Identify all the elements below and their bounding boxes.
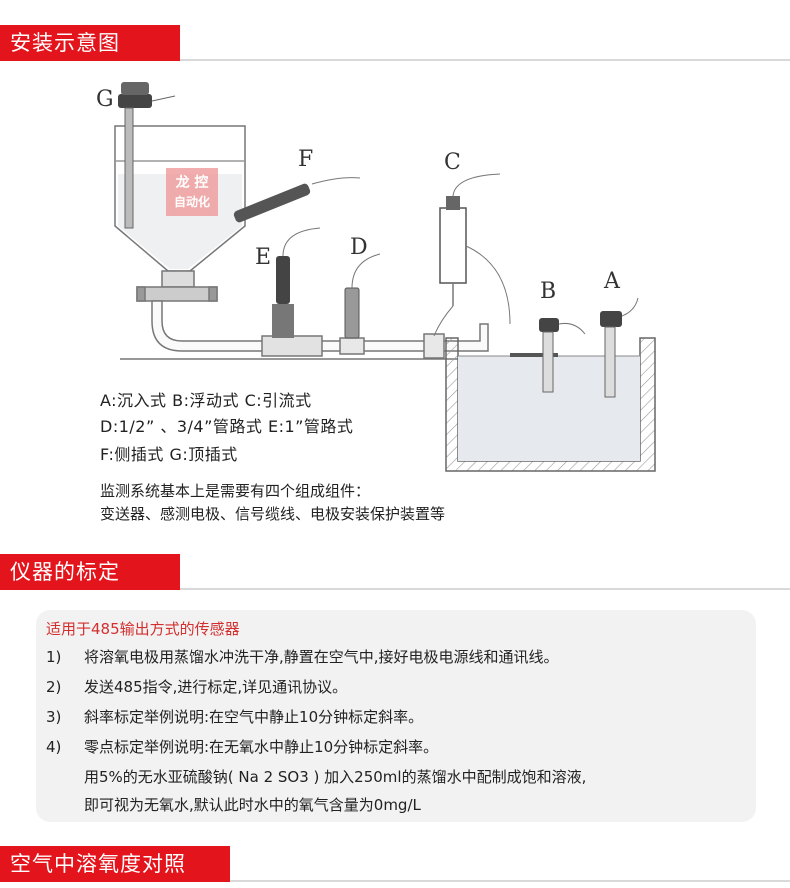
- section-divider: [0, 59, 790, 61]
- step-number: 4): [46, 738, 62, 756]
- probe-flow-through: [433, 173, 511, 337]
- probe-submersion: [600, 297, 639, 398]
- calibration-step: 3) 斜率标定举例说明:在空气中静止10分钟标定斜率。: [46, 706, 423, 727]
- section-title: 仪器的标定: [0, 554, 180, 590]
- probe-top-insertion: [118, 82, 176, 229]
- section-title: 安装示意图: [0, 25, 180, 61]
- section-divider: [0, 588, 790, 590]
- section-divider: [0, 880, 790, 882]
- label-b: B: [540, 279, 556, 304]
- system-note-line-1: 监测系统基本上是需要有四个组成组件：: [100, 482, 371, 500]
- probe-floating: [539, 318, 586, 393]
- section-header-install: 安装示意图: [0, 25, 790, 61]
- step-number: 3): [46, 708, 62, 726]
- calibration-continuation: 即可视为无氧水,默认此时水中的氧气含量为0mg/L: [84, 796, 421, 814]
- calibration-continuation: 用5%的无水亚硫酸钠( Na 2 SO3 ) 加入250ml的蒸馏水中配制成饱和…: [84, 768, 587, 786]
- label-c: C: [444, 150, 461, 175]
- probe-pipe-half-inch: [344, 253, 381, 339]
- section-header-air-comparison: 空气中溶氧度对照: [0, 846, 790, 882]
- calibration-step: 2) 发送485指令,进行标定,详见通讯协议。: [46, 676, 347, 697]
- legend-line-3: F:侧插式 G:顶插式: [100, 445, 238, 464]
- step-text: 斜率标定举例说明:在空气中静止10分钟标定斜率。: [84, 708, 424, 726]
- label-d: D: [350, 235, 368, 260]
- svg-text:自动化: 自动化: [174, 194, 210, 209]
- step-number: 1): [46, 648, 62, 666]
- step-text: 零点标定举例说明:在无氧水中静止10分钟标定斜率。: [84, 738, 439, 756]
- label-f: F: [298, 147, 313, 172]
- calibration-card: 适用于485输出方式的传感器 1) 将溶氧电极用蒸馏水冲洗干净,静置在空气中,接好…: [36, 610, 756, 822]
- section-title: 空气中溶氧度对照: [0, 846, 230, 882]
- pipeline: [151, 300, 489, 359]
- brand-watermark: 龙 控 自动化: [166, 168, 218, 216]
- svg-text:龙 控: 龙 控: [175, 174, 209, 191]
- calibration-step: 1) 将溶氧电极用蒸馏水冲洗干净,静置在空气中,接好电极电源线和通讯线。: [46, 646, 559, 667]
- legend-line-2: D:1/2” 、3/4”管路式 E:1”管路式: [100, 417, 354, 436]
- installation-diagram: 龙 控 自动化 G F E D C B A: [96, 82, 656, 472]
- calibration-card-title: 适用于485输出方式的传感器: [46, 620, 240, 638]
- step-text: 发送485指令,进行标定,详见通讯协议。: [84, 678, 348, 696]
- probe-pipe-1inch: [272, 227, 321, 338]
- label-a: A: [603, 269, 621, 294]
- label-g: G: [96, 87, 114, 112]
- label-e: E: [255, 245, 271, 270]
- calibration-step: 4) 零点标定举例说明:在无氧水中静止10分钟标定斜率。: [46, 736, 438, 757]
- probe-side-insertion: [233, 177, 361, 223]
- legend-line-1: A:沉入式 B:浮动式 C:引流式: [100, 391, 312, 410]
- system-note-line-2: 变送器、感测电极、信号缆线、电极安装保护装置等: [100, 505, 446, 523]
- step-number: 2): [46, 678, 62, 696]
- step-text: 将溶氧电极用蒸馏水冲洗干净,静置在空气中,接好电极电源线和通讯线。: [84, 648, 559, 666]
- section-header-calibration: 仪器的标定: [0, 554, 790, 590]
